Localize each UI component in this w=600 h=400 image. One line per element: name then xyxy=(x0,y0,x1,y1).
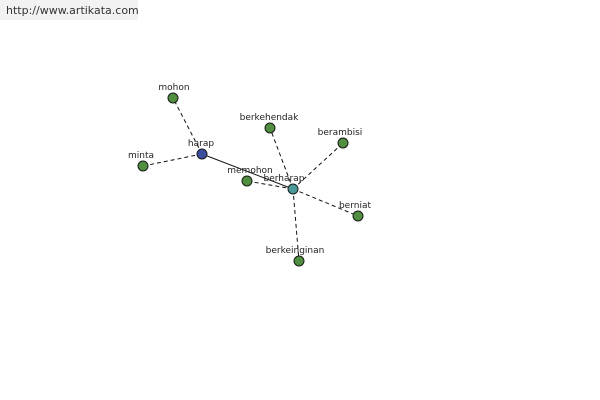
node-label-berambisi[interactable]: berambisi xyxy=(318,128,363,138)
edge-berharap-memohon xyxy=(246,180,294,190)
node-label-berniat[interactable]: berniat xyxy=(339,201,372,211)
edge-berharap-berkeinginan xyxy=(292,188,300,262)
node-label-memohon[interactable]: memohon xyxy=(227,166,273,176)
node-circle-berniat[interactable] xyxy=(352,210,364,222)
edge-harap-minta xyxy=(142,153,203,167)
node-circle-berambisi[interactable] xyxy=(337,137,349,149)
node-harap[interactable]: harap xyxy=(188,139,214,160)
node-circle-mohon[interactable] xyxy=(167,92,179,104)
edge-harap-berharap xyxy=(201,153,294,190)
node-berniat[interactable]: berniat xyxy=(339,201,372,222)
edge-berharap-berkehendak xyxy=(269,127,294,190)
node-minta[interactable]: minta xyxy=(128,151,154,172)
node-label-minta[interactable]: minta xyxy=(128,151,154,161)
edge-berharap-berniat xyxy=(292,188,359,217)
node-label-berkehendak[interactable]: berkehendak xyxy=(240,113,300,123)
node-label-harap[interactable]: harap xyxy=(188,139,214,149)
node-circle-memohon[interactable] xyxy=(241,175,253,187)
node-circle-minta[interactable] xyxy=(137,160,149,172)
node-memohon[interactable]: memohon xyxy=(227,166,273,187)
node-berkeinginan[interactable]: berkeinginan xyxy=(266,246,325,267)
nodes-layer: harap berharap mohon minta berkehendak beramb… xyxy=(128,83,372,267)
node-circle-berharap[interactable] xyxy=(287,183,299,195)
node-circle-harap[interactable] xyxy=(196,148,208,160)
source-url[interactable]: http://www.artikata.com xyxy=(0,0,139,20)
edge-harap-mohon xyxy=(172,97,203,155)
node-berkehendak[interactable]: berkehendak xyxy=(240,113,300,134)
node-label-berkeinginan[interactable]: berkeinginan xyxy=(266,246,325,256)
node-berambisi[interactable]: berambisi xyxy=(318,128,363,149)
node-circle-berkehendak[interactable] xyxy=(264,122,276,134)
edge-berharap-berambisi xyxy=(292,142,344,190)
edges-layer xyxy=(142,97,359,262)
node-mohon[interactable]: mohon xyxy=(158,83,190,104)
node-label-mohon[interactable]: mohon xyxy=(158,83,189,93)
node-berharap[interactable]: berharap xyxy=(264,174,305,195)
node-circle-berkeinginan[interactable] xyxy=(293,255,305,267)
node-label-berharap[interactable]: berharap xyxy=(264,174,305,184)
